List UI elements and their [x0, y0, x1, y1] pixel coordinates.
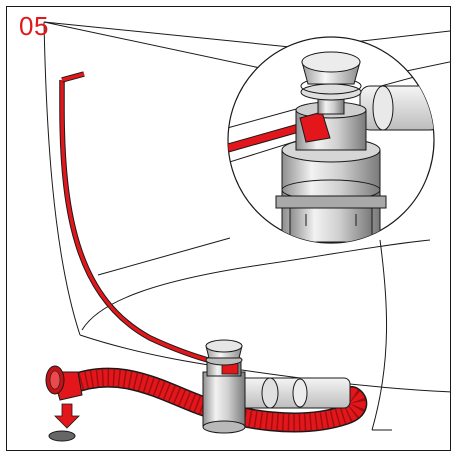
red-down-arrow-icon: [54, 403, 80, 429]
detail-magnifier-circle: [227, 36, 435, 244]
bowden-cable: [59, 71, 216, 365]
drain-assembly: [202, 339, 351, 434]
step-number: 05: [19, 11, 49, 41]
hose-elbow: [45, 365, 83, 401]
red-corrugated-hose: [60, 367, 368, 433]
floor-drain: [48, 430, 76, 442]
